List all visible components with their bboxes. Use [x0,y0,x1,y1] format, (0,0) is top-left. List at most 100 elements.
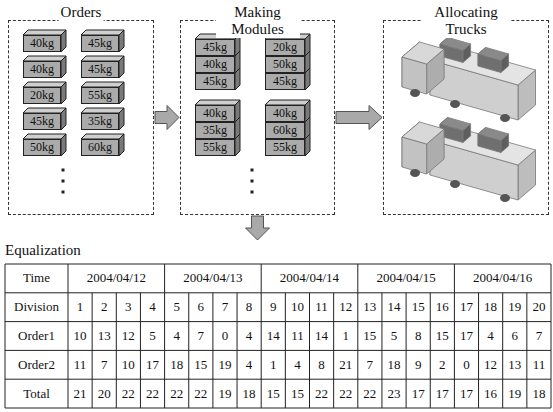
continuation-dot [62,169,65,172]
cube-side [119,108,124,130]
table-cell: 11 [528,351,550,378]
table-cell: 11 [311,294,333,321]
table-line [333,293,334,408]
table-line [5,379,551,380]
table-cell: 15 [262,380,284,407]
table-cell: 12 [480,351,502,378]
table-line [381,293,382,408]
cube-side [61,30,66,52]
truck-face [402,42,444,64]
heading: Equalization [5,240,81,260]
table-cell: 0 [455,351,477,378]
cube-top [81,56,124,61]
table-cell: 17 [455,380,477,407]
table-cell: 3 [117,294,139,321]
table-cell: 18 [480,294,502,321]
cube-side [235,68,240,90]
table-cell: 8 [311,351,333,378]
table-cell: 20 [93,380,115,407]
table-cell: 5 [383,323,405,350]
weight-label: 20kg [266,40,304,55]
cube-side [235,134,240,156]
table-cell: 6 [504,323,526,350]
table-cell: 22 [335,380,357,407]
cube-side [119,30,124,52]
table-cell: 23 [383,380,405,407]
cube-side [119,82,124,104]
table-cell: 19 [504,380,526,407]
truck-face [478,127,509,140]
block-arrow [155,106,179,130]
weight-cube: 40kg [195,105,235,122]
table-cell: 21 [69,380,91,407]
continuation-dot [251,169,254,172]
weight-label: 40kg [196,57,234,72]
table-cell: 14 [262,323,284,350]
table-cell: 15 [286,380,308,407]
truck-face [478,47,509,60]
cube-side [305,134,310,156]
weight-cube: 50kg [265,56,305,73]
weight-cube: 60kg [265,122,305,139]
weight-cube: 35kg [81,113,119,130]
table-cell: 19 [504,294,526,321]
table-cell: 16 [480,380,502,407]
cube-side [305,68,310,90]
table-line [164,293,165,408]
table-cell: 22 [166,380,188,407]
weight-cube: 55kg [195,139,235,156]
table-cell: 2004/04/12 [69,265,164,292]
table-cell: 0 [214,323,236,350]
continuation-dot [62,191,65,194]
table-line [430,293,431,408]
table-cell: 11 [286,323,308,350]
table-cell: 21 [335,351,357,378]
table-cell: 2004/04/16 [455,265,550,292]
table-cell: 5 [141,323,163,350]
cube-top [265,34,310,39]
cube-top [23,134,66,139]
table-cell: 9 [407,351,429,378]
table-line [357,264,358,293]
table-cell: 15 [359,323,381,350]
table-line [92,293,93,408]
table-cell: 18 [528,380,550,407]
table-cell: 1 [335,323,357,350]
table-line [454,293,455,408]
weight-label: 55kg [266,140,304,155]
table-cell: 17 [141,351,163,378]
table-cell: 18 [166,351,188,378]
table-cell: 7 [528,323,550,350]
table-cell: 22 [311,380,333,407]
cube-top [23,56,66,61]
table-cell: 5 [166,294,188,321]
weight-label: 40kg [196,106,234,121]
stage-panel: Allocating Trucks [383,20,549,215]
weight-label: 45kg [82,62,118,77]
cube-top [23,108,66,113]
table-cell: 18 [238,380,260,407]
table-cell: 10 [117,351,139,378]
table-line [212,293,213,408]
truck-illustration [402,117,536,202]
table-line [164,264,165,293]
table-cell: 15 [431,323,453,350]
heading: Making Modules [216,4,300,38]
table-cell: 4 [480,323,502,350]
cube-side [119,134,124,156]
weight-cube: 55kg [265,139,305,156]
weight-label: 40kg [24,62,60,77]
table-cell: 2 [431,351,453,378]
truck-wheel [450,180,460,188]
weight-cube: 45kg [23,113,61,130]
table-cell: 19 [214,380,236,407]
table-cell: 16 [431,294,453,321]
weight-cube: 55kg [81,87,119,104]
weight-label: 60kg [266,123,304,138]
cube-top [81,134,124,139]
cube-top [23,30,66,35]
weight-cube: 40kg [265,105,305,122]
table-cell: 14 [311,323,333,350]
cube-side [61,56,66,78]
table-cell: 17 [407,380,429,407]
